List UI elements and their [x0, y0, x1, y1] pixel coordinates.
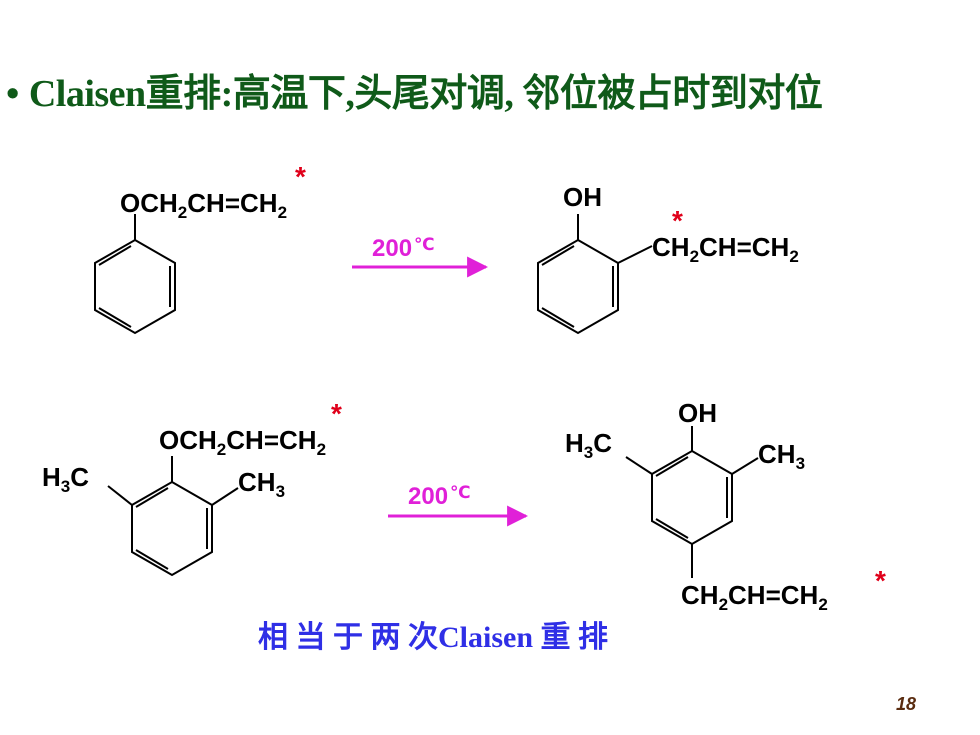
bullet: • [6, 73, 19, 115]
subscript-3: 3 [584, 443, 593, 462]
condition-unit: ℃ [450, 483, 471, 502]
hydroxyl-label: OH [678, 398, 717, 428]
reactant-2: OCH2CH=CH2 * H3C CH3 [42, 398, 342, 577]
subscript-2: 2 [217, 440, 226, 459]
svg-text:200℃: 200℃ [408, 483, 471, 510]
condition-temp: 200 [372, 235, 412, 262]
svg-text:200℃: 200℃ [372, 235, 435, 262]
subscript-3: 3 [61, 477, 70, 496]
subscript-2: 2 [818, 595, 827, 614]
oxygen-label: O [120, 188, 140, 218]
reaction-arrow-2: 200℃ [388, 483, 529, 527]
svg-text:CH3: CH3 [238, 467, 285, 501]
reaction-arrow-1: 200℃ [352, 235, 489, 278]
label-star: * [331, 398, 342, 429]
chain-label: CH=CH [699, 232, 789, 262]
chain-label: CH=CH [728, 580, 818, 610]
c-label: C [70, 462, 89, 492]
slide-title: •Claisen重排:高温下,头尾对调, 邻位被占时到对位 [6, 62, 823, 117]
condition-temp: 200 [408, 483, 448, 510]
h-label: H [565, 428, 584, 458]
chain-label: CH=CH [226, 425, 316, 455]
svg-text:CH3: CH3 [758, 439, 805, 473]
oxygen-label: O [159, 425, 179, 455]
label-star: * [672, 205, 683, 236]
svg-text:H3C: H3C [565, 428, 612, 462]
subscript-2: 2 [278, 203, 287, 222]
subscript-2: 2 [178, 203, 187, 222]
ch-label: CH [140, 188, 178, 218]
subscript-2: 2 [690, 247, 699, 266]
label-star: * [295, 161, 306, 192]
svg-text:OCH2CH=CH2: OCH2CH=CH2 [120, 188, 287, 222]
chain-label: CH=CH [187, 188, 277, 218]
hydroxyl-label: OH [563, 182, 602, 212]
ch-label: CH [179, 425, 217, 455]
subscript-3: 3 [796, 454, 805, 473]
subscript-2: 2 [317, 440, 326, 459]
h-label: H [42, 462, 61, 492]
svg-text:CH2CH=CH2: CH2CH=CH2 [652, 232, 799, 266]
product-2: OH H3C CH3 CH2CH=CH2 * [565, 398, 886, 614]
svg-text:H3C: H3C [42, 462, 89, 496]
benzene-ring [625, 426, 759, 578]
product-1: OH * CH2CH=CH2 [537, 182, 799, 335]
subscript-2: 2 [719, 595, 728, 614]
c-label: C [593, 428, 612, 458]
benzene-ring [537, 214, 653, 335]
reactant-1: OCH2CH=CH2 * [94, 161, 306, 335]
page-number: 18 [896, 694, 917, 714]
subscript-3: 3 [276, 482, 285, 501]
title-text: Claisen重排:高温下,头尾对调, 邻位被占时到对位 [28, 73, 823, 115]
ch-label: CH [652, 232, 690, 262]
svg-text:OCH2CH=CH2: OCH2CH=CH2 [159, 425, 326, 459]
benzene-ring [107, 456, 239, 577]
condition-unit: ℃ [414, 235, 435, 254]
explanation-note: 相 当 于 两 次Claisen 重 排 [258, 621, 609, 654]
ch-label: CH [758, 439, 796, 469]
ch-label: CH [681, 580, 719, 610]
label-star: * [875, 565, 886, 596]
subscript-2: 2 [789, 247, 798, 266]
benzene-ring [94, 214, 176, 335]
ch-label: CH [238, 467, 276, 497]
svg-text:CH2CH=CH2: CH2CH=CH2 [681, 580, 828, 614]
